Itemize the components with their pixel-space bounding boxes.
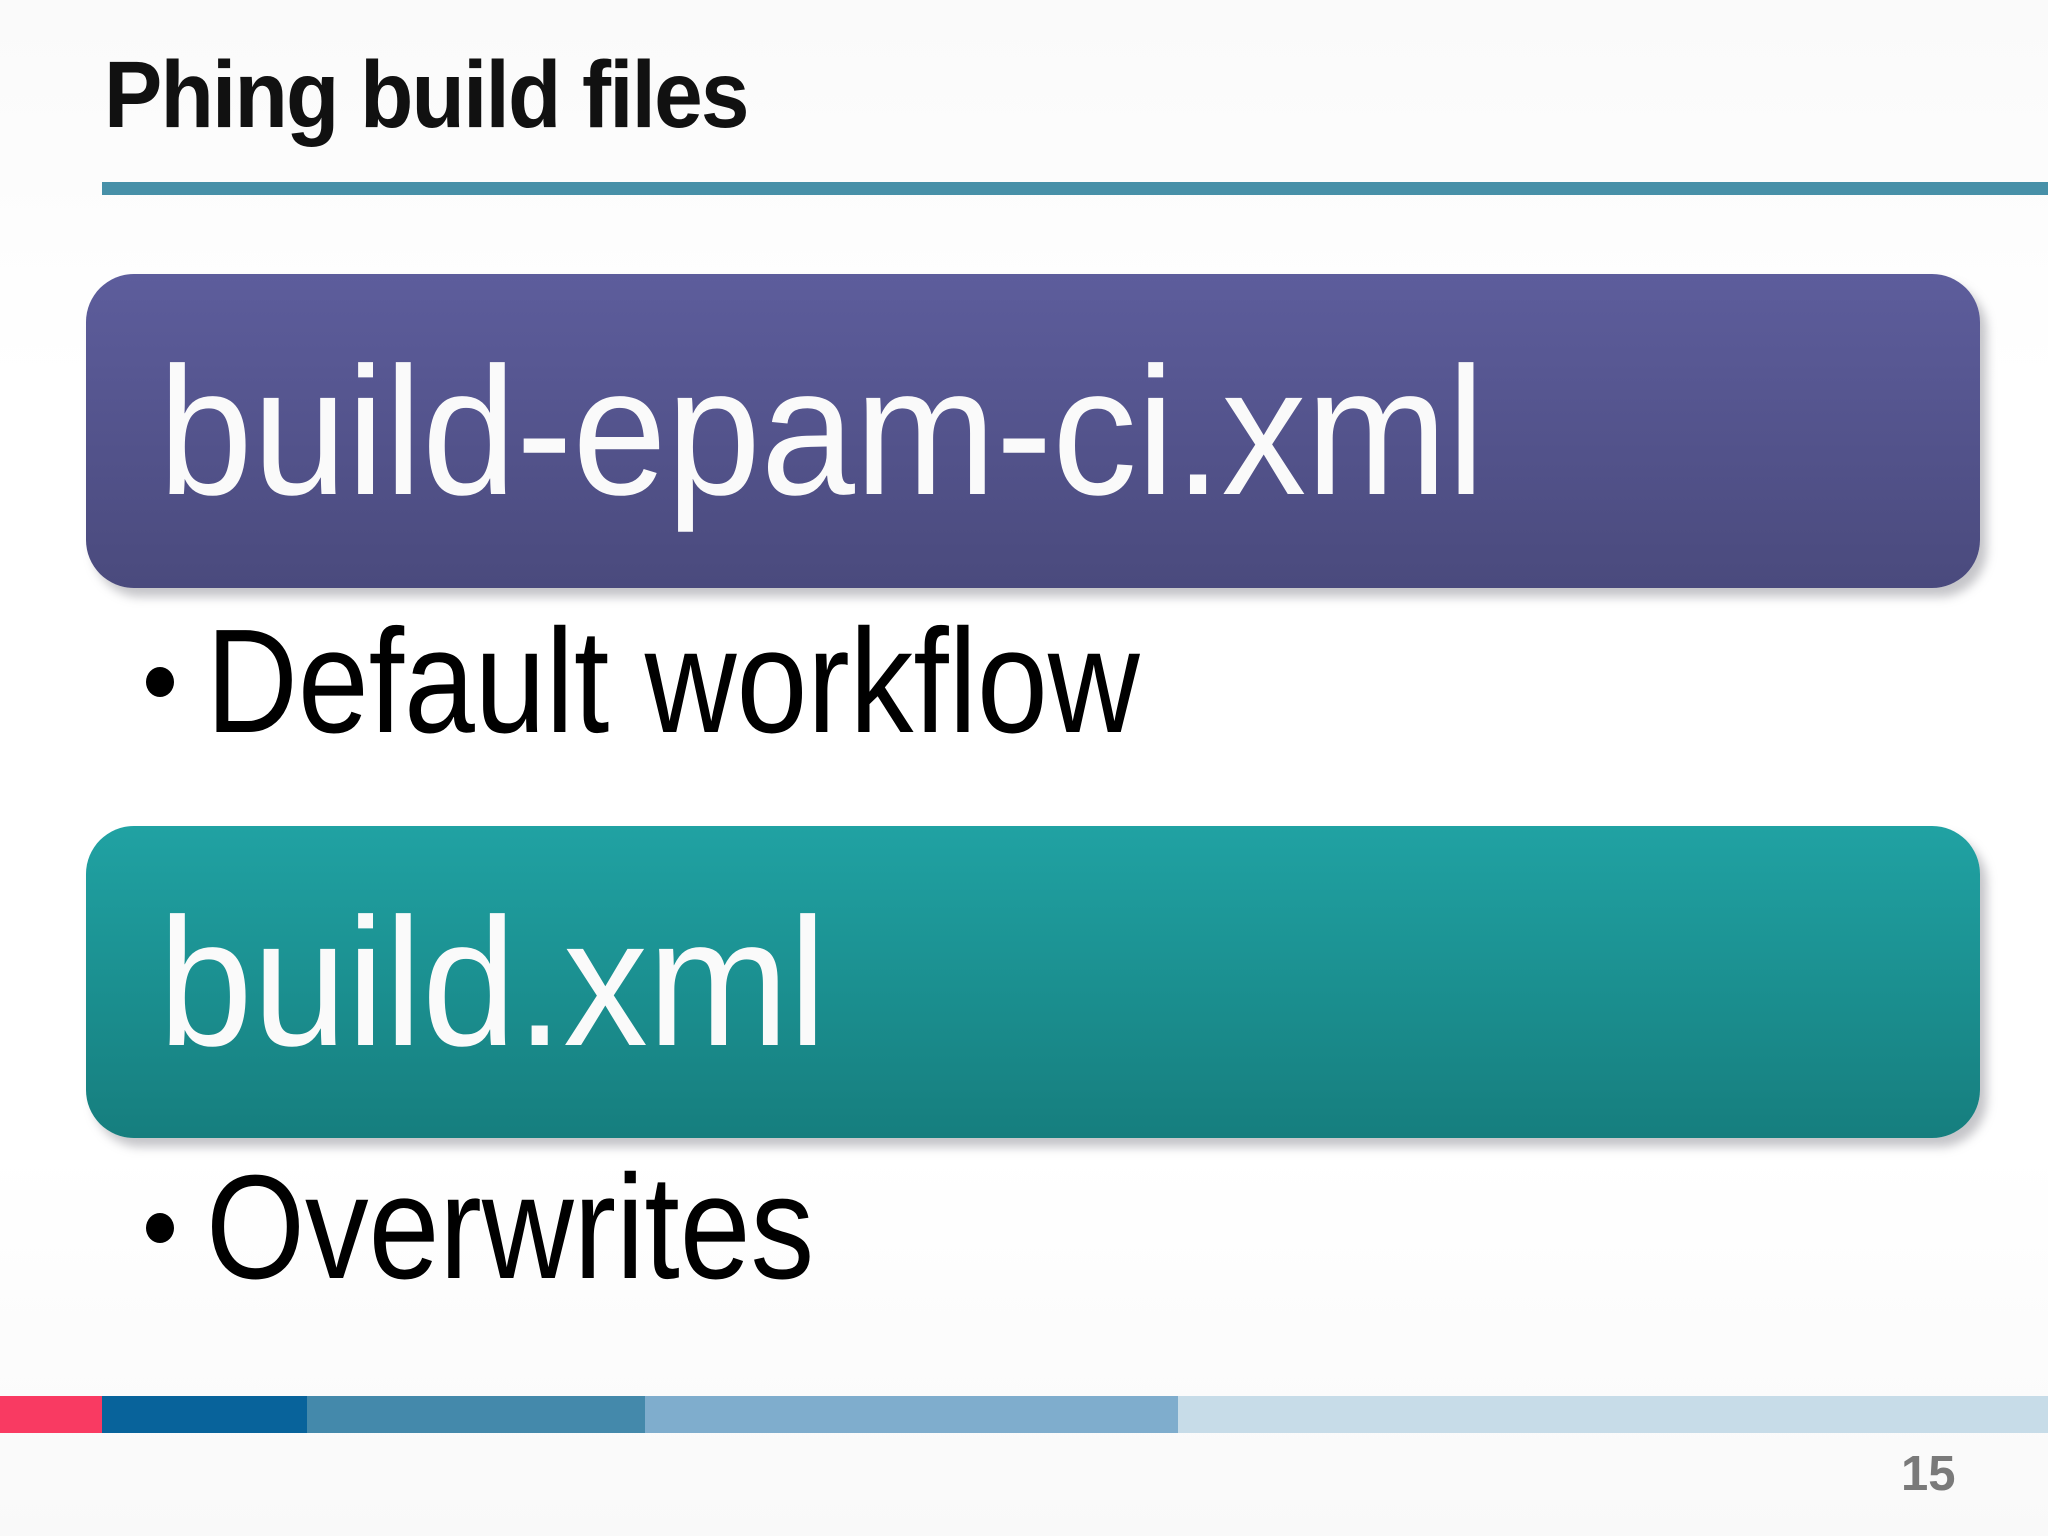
footer-color-band	[0, 1396, 2048, 1433]
build-xml-label: build.xml	[158, 880, 827, 1084]
build-epam-ci-label: build-epam-ci.xml	[158, 329, 1485, 533]
bullet-dot	[146, 1213, 174, 1244]
bullet-item-overwrites: Overwrites	[146, 1143, 913, 1313]
bullet-dot	[146, 667, 174, 698]
bullet-text: Default workflow	[206, 599, 1140, 764]
bullet-item-default-workflow: Default workflow	[146, 597, 1292, 767]
build-xml-box: build.xml	[86, 826, 1980, 1138]
build-epam-ci-box: build-epam-ci.xml	[86, 274, 1980, 588]
title-divider-rule	[102, 182, 2048, 195]
footer-segment-steel-blue	[307, 1396, 645, 1433]
footer-segment-pink	[0, 1396, 102, 1433]
bullet-text: Overwrites	[206, 1145, 815, 1310]
footer-segment-light-blue	[645, 1396, 1178, 1433]
slide-title: Phing build files	[104, 42, 749, 148]
page-number: 15	[1901, 1447, 1956, 1501]
footer-segment-pale-blue	[1178, 1396, 2048, 1433]
footer-segment-dark-blue	[102, 1396, 307, 1433]
